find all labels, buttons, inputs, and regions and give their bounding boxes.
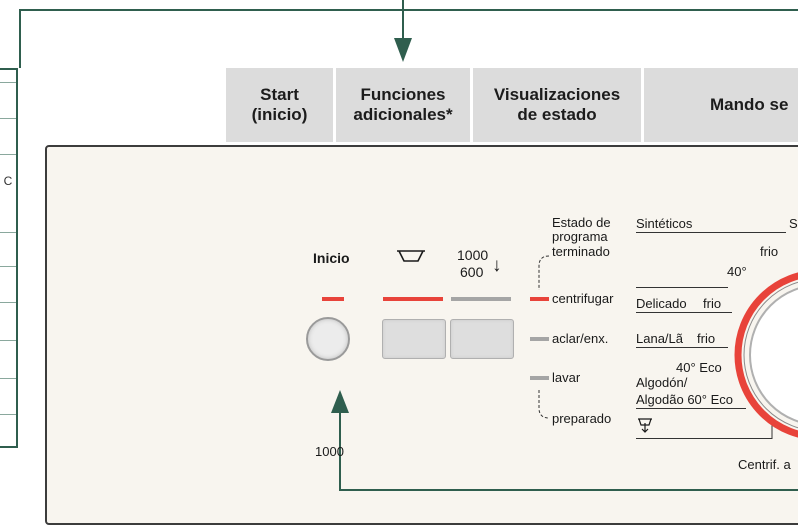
drain-tick [771, 424, 773, 439]
start-button[interactable] [306, 317, 350, 361]
synthetics-cold: frio [760, 244, 779, 259]
drain-spin-icon [638, 418, 652, 433]
spin-speed-label-bottom: 600 [460, 264, 484, 280]
spin-speed-indicator-light [451, 297, 511, 301]
annotation-number: 1000 [315, 444, 344, 459]
status-wash-label: lavar [552, 370, 581, 385]
status-finished-label: terminado [552, 244, 610, 259]
wool-cold: frio [697, 331, 716, 346]
synthetics-underline [636, 232, 786, 233]
left-table [0, 68, 18, 448]
status-bracket [538, 255, 550, 419]
header-program-selector: Mando se [644, 68, 798, 142]
program-wool: Lana/Lã [636, 331, 683, 346]
program-delicate: Delicado [636, 296, 687, 311]
start-label: Inicio [313, 250, 350, 266]
header-start: Start (inicio) [226, 68, 333, 142]
drain-underline [636, 438, 772, 439]
wool-underline [636, 347, 728, 348]
start-indicator-light [322, 297, 344, 301]
synthetics-40: 40° [727, 264, 747, 279]
status-title-line1: Estado de [552, 215, 611, 230]
prewash-basin-icon [397, 250, 425, 262]
wash-status-light [530, 376, 549, 380]
program-knob[interactable] [720, 270, 798, 440]
arrow-up-icon [331, 390, 349, 413]
arrow-down-icon [394, 38, 412, 62]
prewash-indicator-light [383, 297, 443, 301]
delicate-underline [636, 312, 732, 313]
left-table-letter: C [3, 174, 13, 188]
cotton-eco40: 40° Eco [676, 360, 722, 375]
prewash-button[interactable] [382, 319, 446, 359]
header-status-displays: Visualizaciones de estado [473, 68, 641, 142]
program-cotton: Algodón/ [636, 375, 688, 390]
spin-speed-button[interactable] [450, 319, 514, 359]
top-bracket-line [19, 9, 798, 68]
status-spin-label: centrifugar [552, 291, 614, 306]
program-divider-1 [636, 287, 728, 288]
spin-speed-label-top: 1000 [457, 247, 489, 263]
delicate-cold: frio [703, 296, 722, 311]
annotation-lines [19, 0, 798, 68]
cotton-underline [636, 408, 746, 409]
header-additional-functions: Funciones adicionales* [336, 68, 470, 142]
program-spin-partial: Centrif. a [738, 457, 791, 472]
status-ready-label: preparado [552, 411, 612, 426]
program-synthetics: Sintéticos [636, 216, 693, 231]
status-title-line2: programa [552, 229, 608, 244]
reduce-spin-arrow-icon: ↓ [492, 255, 502, 276]
program-s-partial: S [789, 216, 798, 231]
status-rinse-label: aclar/enx. [552, 331, 609, 346]
program-cotton-eco60: Algodão 60° Eco [636, 392, 733, 407]
bottom-callout-line [331, 390, 798, 491]
spin-status-light [530, 297, 549, 301]
rinse-status-light [530, 337, 549, 341]
